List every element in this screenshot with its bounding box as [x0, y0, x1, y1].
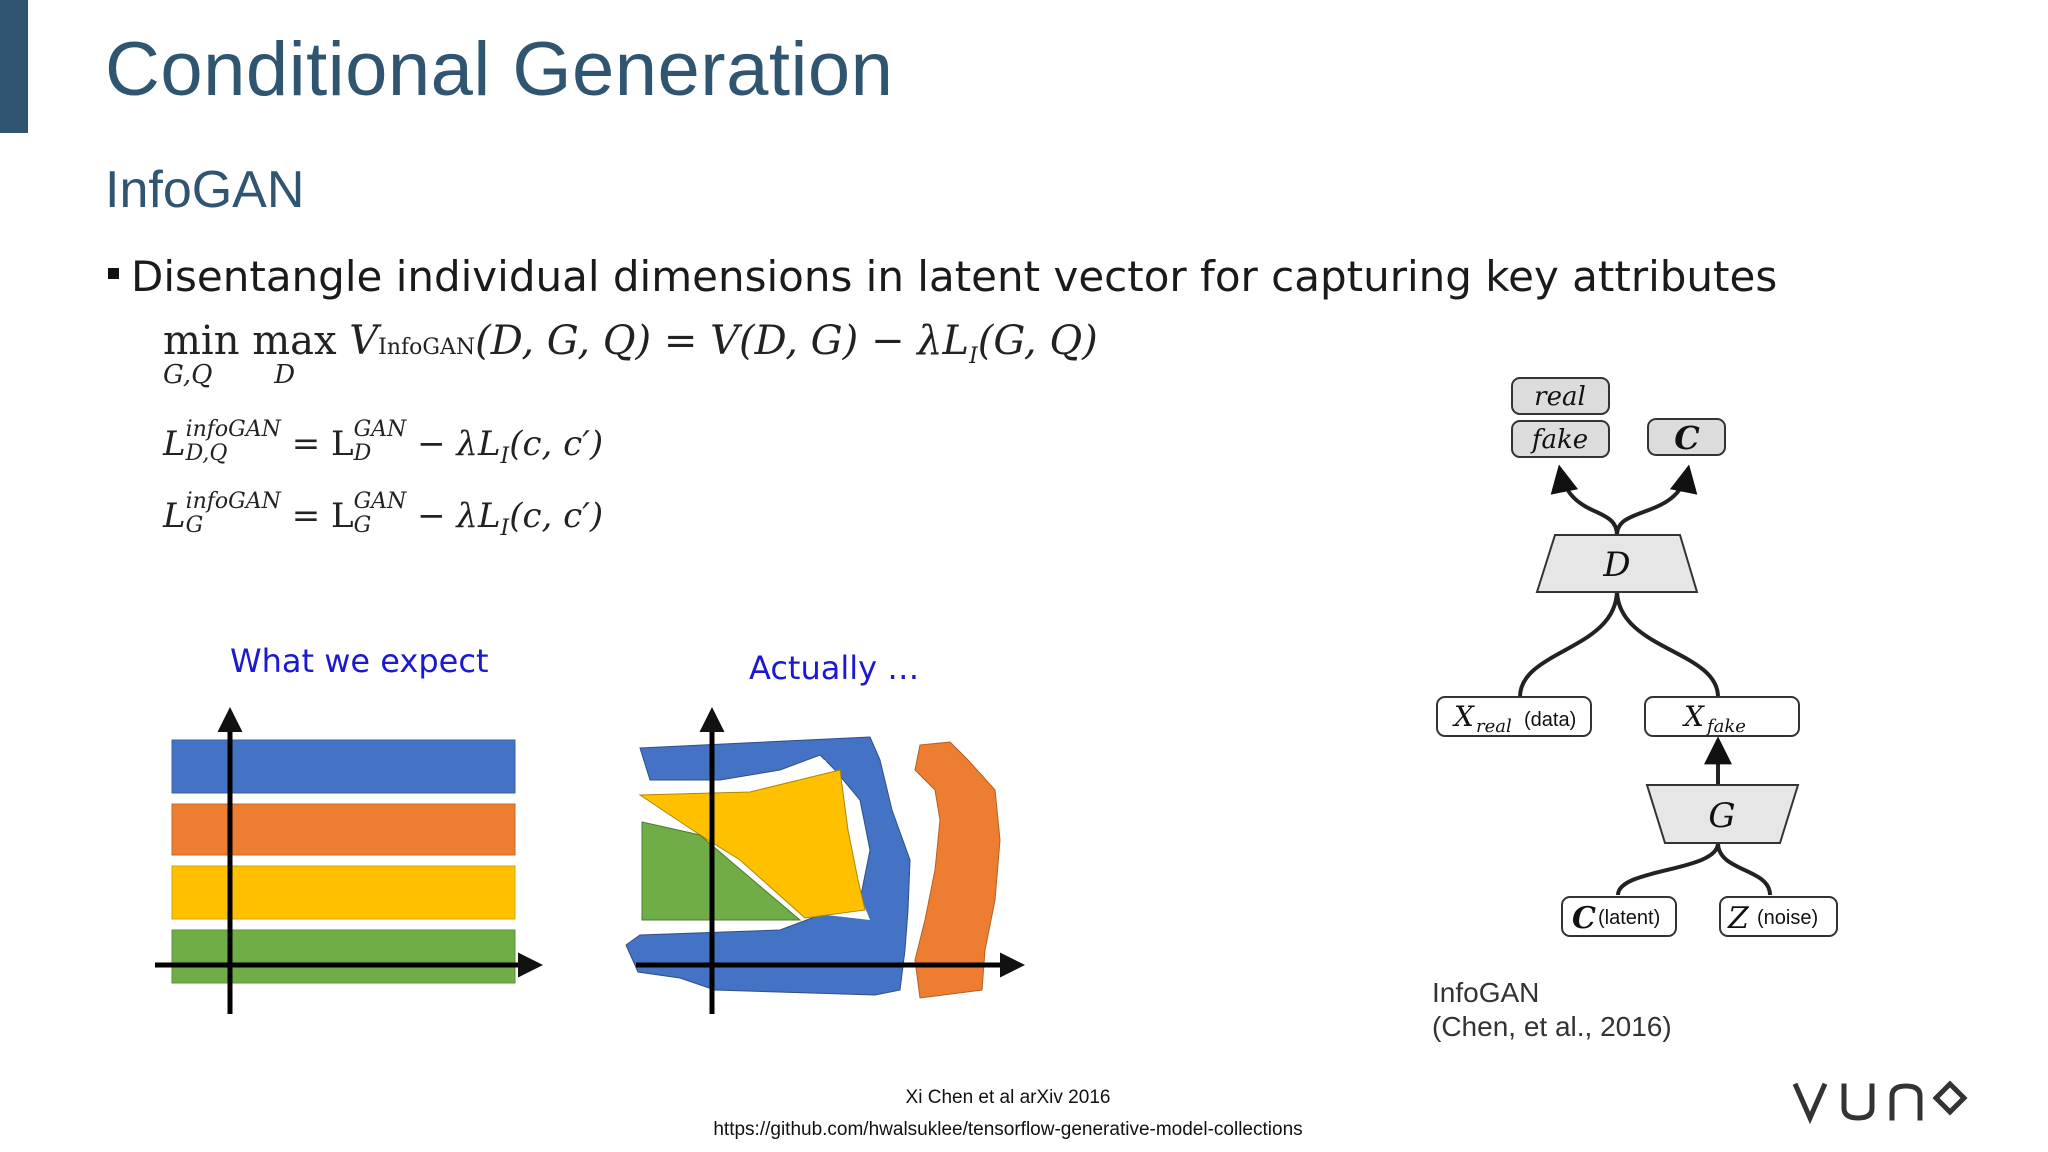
eq1-v: V	[349, 318, 379, 364]
region-blue	[625, 736, 911, 996]
label-c-in-note: (latent)	[1598, 907, 1660, 929]
eq1-rest: (D, G, Q) = V(D, G) − λL	[475, 318, 970, 364]
label-c-out: C	[1674, 419, 1700, 457]
band-green	[171, 929, 516, 984]
edge-d-real-fake	[1550, 464, 1619, 536]
region-orange	[914, 741, 1001, 999]
band-yellow	[171, 865, 516, 920]
label-x-real: X	[1452, 700, 1475, 733]
eq1-min: min	[163, 318, 240, 364]
actual-label: Actually …	[749, 649, 920, 687]
edge-d-c	[1615, 464, 1698, 536]
footer-url[interactable]: https://github.com/hwalsuklee/tensorflow…	[713, 1119, 1303, 1140]
actual-regions	[625, 707, 1025, 1014]
infogan-diagram	[1436, 377, 1838, 937]
label-x-real-sub: real	[1476, 716, 1512, 737]
diagram-labels: real fake C D X real (data) X fake G C (…	[1452, 382, 1818, 936]
label-z-note: (noise)	[1757, 907, 1818, 929]
node-fake	[1511, 420, 1610, 458]
node-z	[1719, 896, 1838, 937]
eq1-l-sub: I	[969, 344, 978, 369]
bullet-square-icon	[108, 268, 119, 279]
edge-z-g	[1716, 842, 1772, 896]
diagram-caption: InfoGAN (Chen, et al., 2016)	[1432, 976, 1672, 1044]
label-x-real-note: (data)	[1524, 709, 1576, 731]
slide-subtitle: InfoGAN	[105, 161, 305, 219]
edge-c-g	[1616, 842, 1720, 896]
eq1-max-sub: D	[274, 360, 296, 390]
eq1-max: max	[252, 318, 337, 364]
node-c-in	[1561, 896, 1677, 937]
label-g: G	[1708, 796, 1735, 836]
footer-citation: Xi Chen et al arXiv 2016	[905, 1087, 1111, 1108]
label-z: Z	[1727, 901, 1750, 936]
node-x-real	[1436, 696, 1592, 737]
label-d: D	[1602, 545, 1630, 585]
eq1-v-sub: InfoGAN	[378, 335, 476, 360]
region-yellow	[638, 769, 866, 919]
node-real	[1511, 377, 1610, 415]
node-c-out	[1647, 418, 1726, 456]
label-x-fake: X	[1682, 700, 1705, 733]
bullet-point: Disentangle individual dimensions in lat…	[108, 252, 1777, 301]
edge-xfake-d	[1615, 589, 1720, 698]
expected-bands	[155, 707, 543, 1014]
accent-bar	[0, 0, 28, 133]
node-x-fake	[1644, 696, 1800, 737]
bullet-text: Disentangle individual dimensions in lat…	[131, 252, 1778, 301]
node-d	[1535, 534, 1699, 593]
band-blue	[171, 739, 516, 794]
label-c-in: C	[1572, 901, 1596, 936]
label-fake: fake	[1530, 425, 1588, 455]
eq1-tail: (G, Q)	[977, 318, 1098, 364]
eq1-min-sub: G,Q	[163, 360, 213, 390]
expect-label: What we expect	[230, 642, 489, 680]
band-orange	[171, 803, 516, 856]
label-real: real	[1534, 382, 1586, 412]
slide-title: Conditional Generation	[105, 27, 894, 112]
label-x-fake-sub: fake	[1705, 716, 1746, 737]
node-g	[1645, 784, 1800, 844]
caption-citation: (Chen, et al., 2016)	[1432, 1011, 1672, 1042]
vuno-logo	[1792, 1080, 1968, 1125]
caption-title: InfoGAN	[1432, 977, 1540, 1008]
region-green	[641, 821, 802, 921]
edge-xreal-d	[1518, 589, 1619, 698]
